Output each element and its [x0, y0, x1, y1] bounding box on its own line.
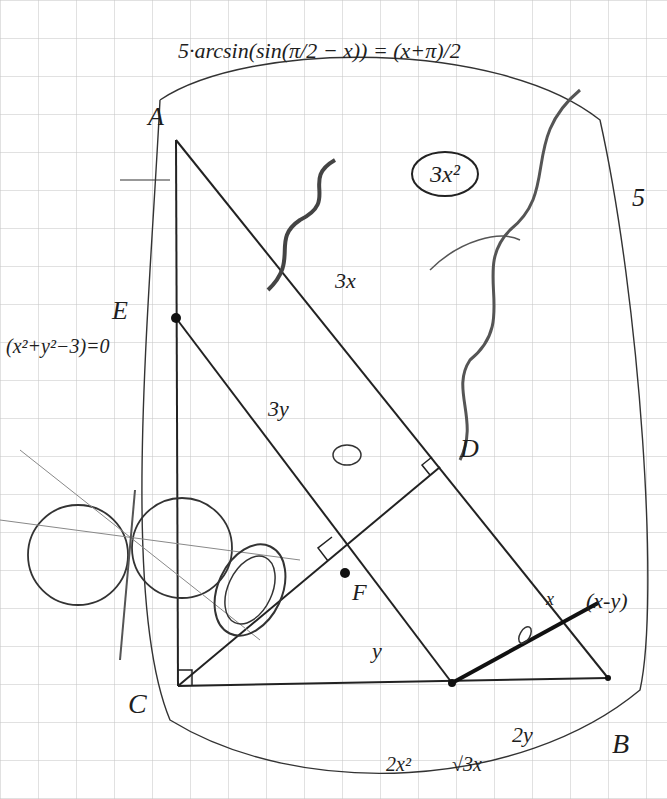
sketch-label: 2y [512, 724, 533, 746]
sketch-label: 2x² [386, 754, 411, 774]
sketch-label: (x²+y²−3)=0 [6, 336, 110, 356]
sketch-label: √3x [452, 754, 482, 774]
ellipse-node: 3x² [410, 150, 480, 198]
sketch-label: D [460, 436, 479, 462]
sketch-label: 3x [335, 270, 356, 292]
sketch-label: 3y [268, 398, 289, 420]
sketch-label: A [148, 104, 164, 130]
node-text: 3x² [430, 162, 460, 186]
sketch-label: C [128, 690, 147, 718]
sketch-label: E [112, 298, 128, 324]
sketch-label: 5 [632, 185, 645, 211]
sketch-label: y [372, 640, 382, 662]
sketch-label: x [546, 590, 554, 608]
sketch-label: (x-y) [586, 590, 628, 612]
sketch-label: 5·arcsin(sin(π/2 − x)) = (x+π)/2 [178, 40, 461, 62]
sketch-label: F [352, 580, 367, 604]
sketch-label: B [612, 730, 629, 758]
